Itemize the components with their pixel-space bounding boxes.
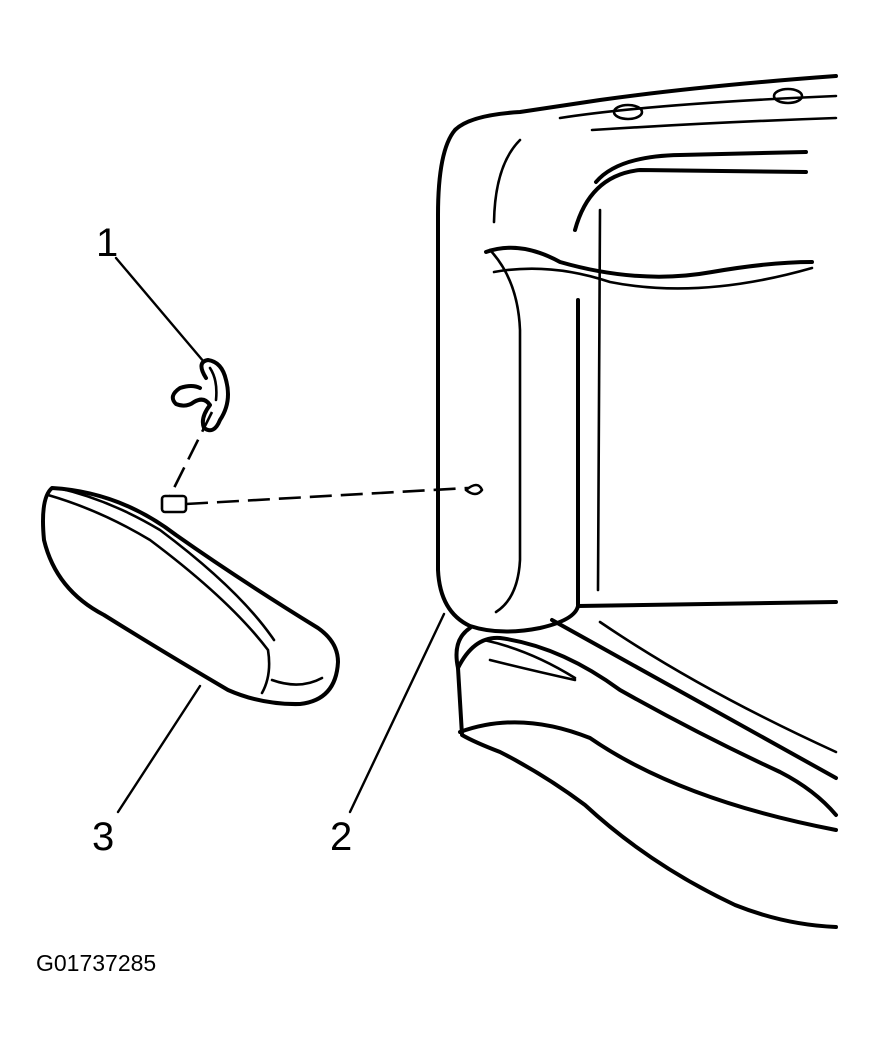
callout-1: 1	[96, 221, 118, 265]
clip-install-path	[168, 411, 214, 497]
figure-id: G01737285	[36, 950, 157, 976]
mounting-hole	[772, 87, 804, 105]
retaining-clip-illustration	[170, 358, 230, 433]
mounting-hole	[612, 103, 644, 121]
armrest-install-path	[185, 486, 469, 506]
seat-cushion-illustration	[454, 618, 838, 929]
armrest-illustration	[41, 486, 340, 707]
leader-line-3	[116, 684, 202, 814]
leader-line-2	[348, 612, 446, 814]
seat-back-illustration	[436, 74, 838, 634]
armrest-stud	[160, 494, 188, 514]
callout-2: 2	[330, 815, 352, 859]
attachment-hole	[464, 483, 484, 496]
callout-3: 3	[92, 815, 114, 859]
leader-line-1	[114, 256, 206, 364]
